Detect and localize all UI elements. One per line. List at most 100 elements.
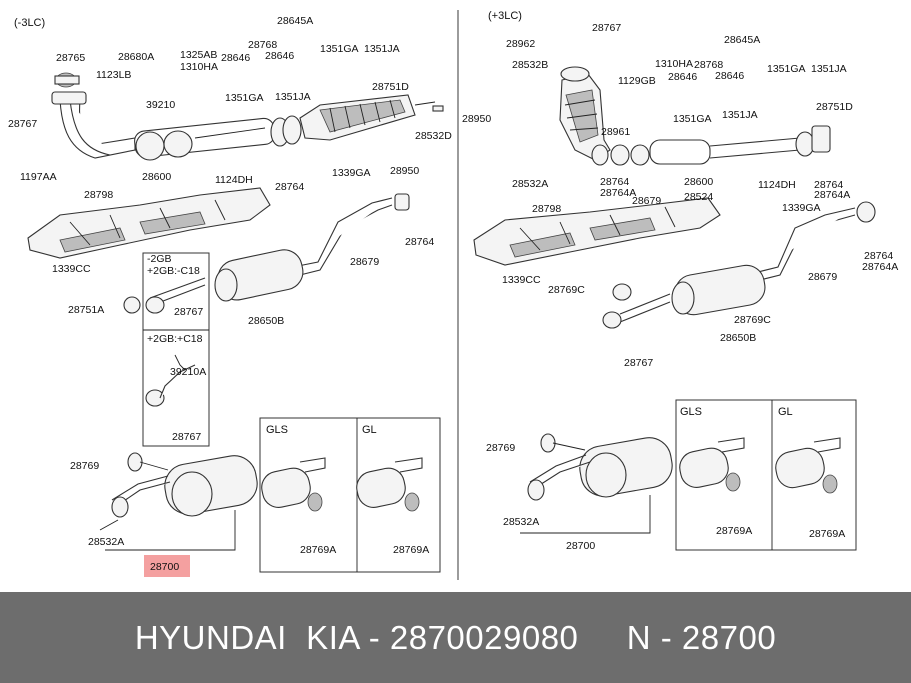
label-39210A: 39210A — [170, 366, 206, 378]
label-r-1339GA: 1339GA — [782, 202, 821, 214]
label-r-28532A-b: 28532A — [503, 516, 539, 528]
label-r-28645A: 28645A — [724, 34, 760, 46]
label-r-28751D: 28751D — [816, 101, 853, 113]
label-r-1339CC: 1339CC — [502, 274, 541, 286]
label-1339CC: 1339CC — [52, 263, 91, 275]
heat-shield-right — [473, 197, 721, 266]
center-pipe-right — [610, 125, 831, 166]
variant-gls-left: GLS — [266, 424, 288, 436]
muffler-assembly-28700-right — [527, 433, 673, 501]
label-r-28532B: 28532B — [512, 59, 548, 71]
label-1124DH: 1124DH — [215, 174, 253, 186]
label-28680A: 28680A — [118, 51, 154, 63]
label-28751D: 28751D — [372, 81, 409, 93]
footer-bar: HYUNDAI KIA - 2870029080 N - 28700 — [0, 592, 911, 683]
label-28767-c: 28767 — [172, 431, 201, 443]
catalytic-converter-left — [299, 94, 444, 141]
center-muffler-left — [149, 193, 410, 307]
label-r-28679-b: 28679 — [808, 271, 837, 283]
label-1310HA: 1310HA — [180, 61, 218, 73]
label-28950: 28950 — [390, 165, 419, 177]
label-r-1310HA: 1310HA — [655, 58, 693, 70]
label-r-28764-b: 28764 — [814, 179, 843, 191]
label-28679: 28679 — [350, 256, 379, 268]
label-r-1351JA-top: 1351JA — [811, 63, 847, 75]
label-r-28769C-a: 28769C — [548, 284, 585, 296]
label-28767-a: 28767 — [8, 118, 37, 130]
label-r-1351GA-top: 1351GA — [767, 63, 806, 75]
label-r-28961: 28961 — [601, 126, 630, 138]
label-r-28962: 28962 — [506, 38, 535, 50]
label-r-28767: 28767 — [624, 357, 653, 369]
label-28769: 28769 — [70, 460, 99, 472]
catalytic-converter-right — [559, 66, 611, 166]
label-1123LB: 1123LB — [96, 69, 131, 81]
variant-box-left — [259, 417, 441, 573]
label-28768: 28768 — [248, 39, 277, 51]
label-r-28764A-b: 28764A — [814, 189, 850, 201]
label-28532A: 28532A — [88, 536, 124, 548]
label-28769A-gls: 28769A — [300, 544, 336, 556]
right-section-title: (+3LC) — [488, 10, 522, 22]
label-28645A: 28645A — [277, 15, 313, 27]
label-r-28764A-a: 28764A — [600, 187, 636, 199]
label-1325AB: 1325AB — [180, 49, 217, 61]
label-1351GA-top: 1351GA — [320, 43, 359, 55]
label-1197AA: 1197AA — [20, 171, 57, 183]
label-r-28679-a: 28679 — [632, 195, 661, 207]
front-pipe-left — [51, 72, 136, 159]
part-number-caption: HYUNDAI KIA - 2870029080 N - 28700 — [134, 618, 777, 656]
label-r-28532A: 28532A — [512, 178, 548, 190]
variant-gls-right: GLS — [680, 406, 702, 418]
label-r-28646-a: 28646 — [668, 71, 697, 83]
label-r-28768: 28768 — [694, 59, 723, 71]
inset-box-left — [142, 252, 210, 447]
label-28764-b: 28764 — [405, 236, 434, 248]
center-pipe-left — [134, 115, 302, 161]
label-28646-a: 28646 — [221, 52, 250, 64]
label-r-28769A-gls: 28769A — [716, 525, 752, 537]
label-r-28798: 28798 — [532, 203, 561, 215]
muffler-assembly-28700-left — [111, 452, 258, 518]
label-r-1351JA: 1351JA — [722, 109, 758, 121]
exhaust-parts-diagram: (-3LC) - — [8, 10, 898, 580]
highlight-28700 — [144, 555, 190, 577]
label-r-28700: 28700 — [566, 540, 595, 552]
label-1351JA-top: 1351JA — [364, 43, 400, 55]
center-muffler-right — [602, 201, 876, 329]
label-r-28600: 28600 — [684, 176, 713, 188]
label-28600: 28600 — [142, 171, 171, 183]
variant-gl-right: GL — [778, 406, 793, 418]
label-28767-b: 28767 — [174, 306, 203, 318]
label-r-28764A-c: 28764A — [862, 261, 898, 273]
label-r-1124DH: 1124DH — [758, 179, 796, 191]
label-39210: 39210 — [146, 99, 175, 111]
inset-minus-line2: +2GB:-C18 — [147, 265, 200, 277]
label-r-1351GA: 1351GA — [673, 113, 712, 125]
label-r-28646-b: 28646 — [715, 70, 744, 82]
label-1339GA: 1339GA — [332, 167, 371, 179]
label-28798: 28798 — [84, 189, 113, 201]
label-1351JA: 1351JA — [275, 91, 311, 103]
label-28751A: 28751A — [68, 304, 104, 316]
label-r-1129GB: 1129GB — [618, 75, 656, 87]
label-r-28769A-gl: 28769A — [809, 528, 845, 540]
inset-plus-line: +2GB:+C18 — [147, 333, 203, 345]
variant-gl-left: GL — [362, 424, 377, 436]
inset-minus-line1: -2GB — [147, 253, 172, 265]
label-28769A-gl: 28769A — [393, 544, 429, 556]
label-r-28764-c: 28764 — [864, 250, 893, 262]
label-r-28769C-b: 28769C — [734, 314, 771, 326]
label-r-28767-top: 28767 — [592, 22, 621, 34]
label-r-28650B: 28650B — [720, 332, 756, 344]
label-28650B: 28650B — [248, 315, 284, 327]
label-28532D: 28532D — [415, 130, 452, 142]
label-r-28524: 28524 — [684, 191, 713, 203]
label-r-28764-a: 28764 — [600, 176, 629, 188]
label-28764-a: 28764 — [275, 181, 304, 193]
label-28646-b: 28646 — [265, 50, 294, 62]
label-r-28950: 28950 — [462, 113, 491, 125]
heat-shield-left — [27, 187, 271, 259]
variant-box-right — [675, 399, 857, 551]
